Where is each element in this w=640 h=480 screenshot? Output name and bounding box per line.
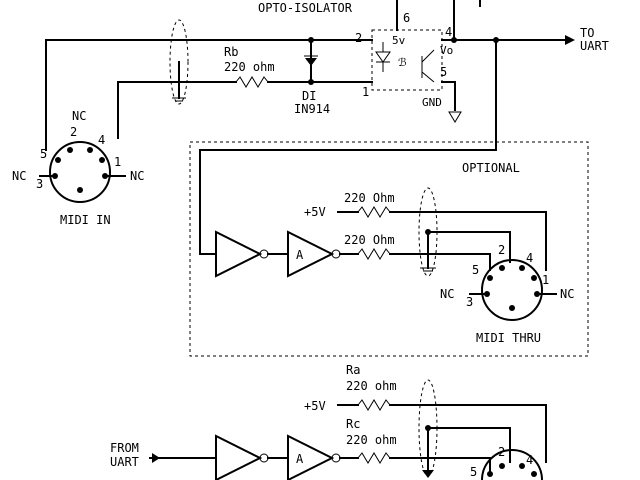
- rb-value: 220 ohm: [224, 60, 275, 74]
- midi-in-pin-5: 5: [40, 147, 47, 161]
- buffer-a-icon: [287, 230, 335, 278]
- thru-pin-5: 5: [472, 263, 479, 277]
- cable-shield: [169, 19, 189, 105]
- inverter-1-icon: [215, 230, 263, 278]
- opto-vout-label: Vo: [440, 44, 453, 57]
- midi-thru-label: MIDI THRU: [476, 331, 541, 345]
- opto-pin-5: 5: [440, 65, 447, 79]
- midi-in-connector: [39, 141, 126, 203]
- out-pin-4: 4: [526, 453, 533, 467]
- opto-supply-label: 5v: [392, 34, 406, 47]
- midi-in-pin-2: 2: [70, 125, 77, 139]
- midi-in-pin-1: 1: [114, 155, 121, 169]
- midi-in-nc-left: NC: [12, 169, 26, 183]
- thru-pin-1: 1: [542, 273, 549, 287]
- out-supply-label: +5V: [304, 399, 326, 413]
- to-uart-line2: UART: [580, 39, 609, 53]
- opto-title: OPTO-ISOLATOR: [258, 1, 353, 15]
- opto-pin-1: 1: [362, 85, 369, 99]
- out-inverter-icon: [215, 434, 263, 480]
- resistor-ra-icon: [357, 399, 391, 411]
- from-uart-line2: UART: [110, 455, 139, 469]
- rc-name: Rc: [346, 417, 360, 431]
- to-uart-line1: TO: [580, 26, 594, 40]
- thru-pin-3: 3: [466, 295, 473, 309]
- diode-icon: [305, 58, 317, 66]
- opto-led-icon: [375, 51, 391, 63]
- midi-out-connector: [480, 449, 544, 480]
- out-buffer-a-label: A: [296, 452, 304, 466]
- optional-box: [189, 141, 589, 357]
- midi-in-nc-right: NC: [130, 169, 144, 183]
- ground-icon: [448, 111, 462, 123]
- wire-thru-input: [199, 39, 497, 255]
- resistor-thru-2-icon: [357, 248, 391, 260]
- ra-name: Ra: [346, 363, 360, 377]
- midi-in-pin-3: 3: [36, 177, 43, 191]
- opto-gnd-label: GND: [422, 96, 442, 109]
- thru-nc-right: NC: [560, 287, 574, 301]
- light-symbol: ℬ: [398, 56, 407, 69]
- diode-name: DI: [302, 89, 316, 103]
- resistor-thru-1-icon: [357, 206, 391, 218]
- thru-supply-label: +5V: [304, 205, 326, 219]
- ra-value: 220 ohm: [346, 379, 397, 393]
- arrow-from-uart-icon: [152, 453, 160, 463]
- opto-pin-6: 6: [403, 11, 410, 25]
- diode-part: IN914: [294, 102, 330, 116]
- thru-nc-left: NC: [440, 287, 454, 301]
- out-buffer-a-icon: [287, 434, 335, 480]
- out-pin-2: 2: [498, 445, 505, 459]
- opto-isolator-box: [371, 29, 443, 91]
- out-ground-icon: [422, 470, 434, 478]
- rb-name: Rb: [224, 45, 238, 59]
- midi-thru-connector: [469, 259, 557, 321]
- optional-title: OPTIONAL: [462, 161, 520, 175]
- wire-midi-in-pin5: [45, 39, 373, 151]
- thru-pin-2: 2: [498, 243, 505, 257]
- resistor-rc-icon: [357, 452, 391, 464]
- midi-in-nc-top: NC: [72, 109, 86, 123]
- resistor-rb-icon: [235, 76, 269, 88]
- opto-pin-4: 4: [445, 25, 452, 39]
- wire-midi-in-pin4: [117, 81, 237, 139]
- thru-pin-4: 4: [526, 251, 533, 265]
- midi-in-label: MIDI IN: [60, 213, 111, 227]
- thru-r2-value: 220 Ohm: [344, 233, 395, 247]
- buffer-a-label: A: [296, 248, 304, 262]
- midi-in-pin-4: 4: [98, 133, 105, 147]
- rc-value: 220 ohm: [346, 433, 397, 447]
- arrow-to-uart-icon: [565, 35, 575, 45]
- from-uart-line1: FROM: [110, 441, 139, 455]
- out-pin-5: 5: [470, 465, 477, 479]
- thru-r1-value: 220 Ohm: [344, 191, 395, 205]
- opto-pin-2: 2: [355, 31, 362, 45]
